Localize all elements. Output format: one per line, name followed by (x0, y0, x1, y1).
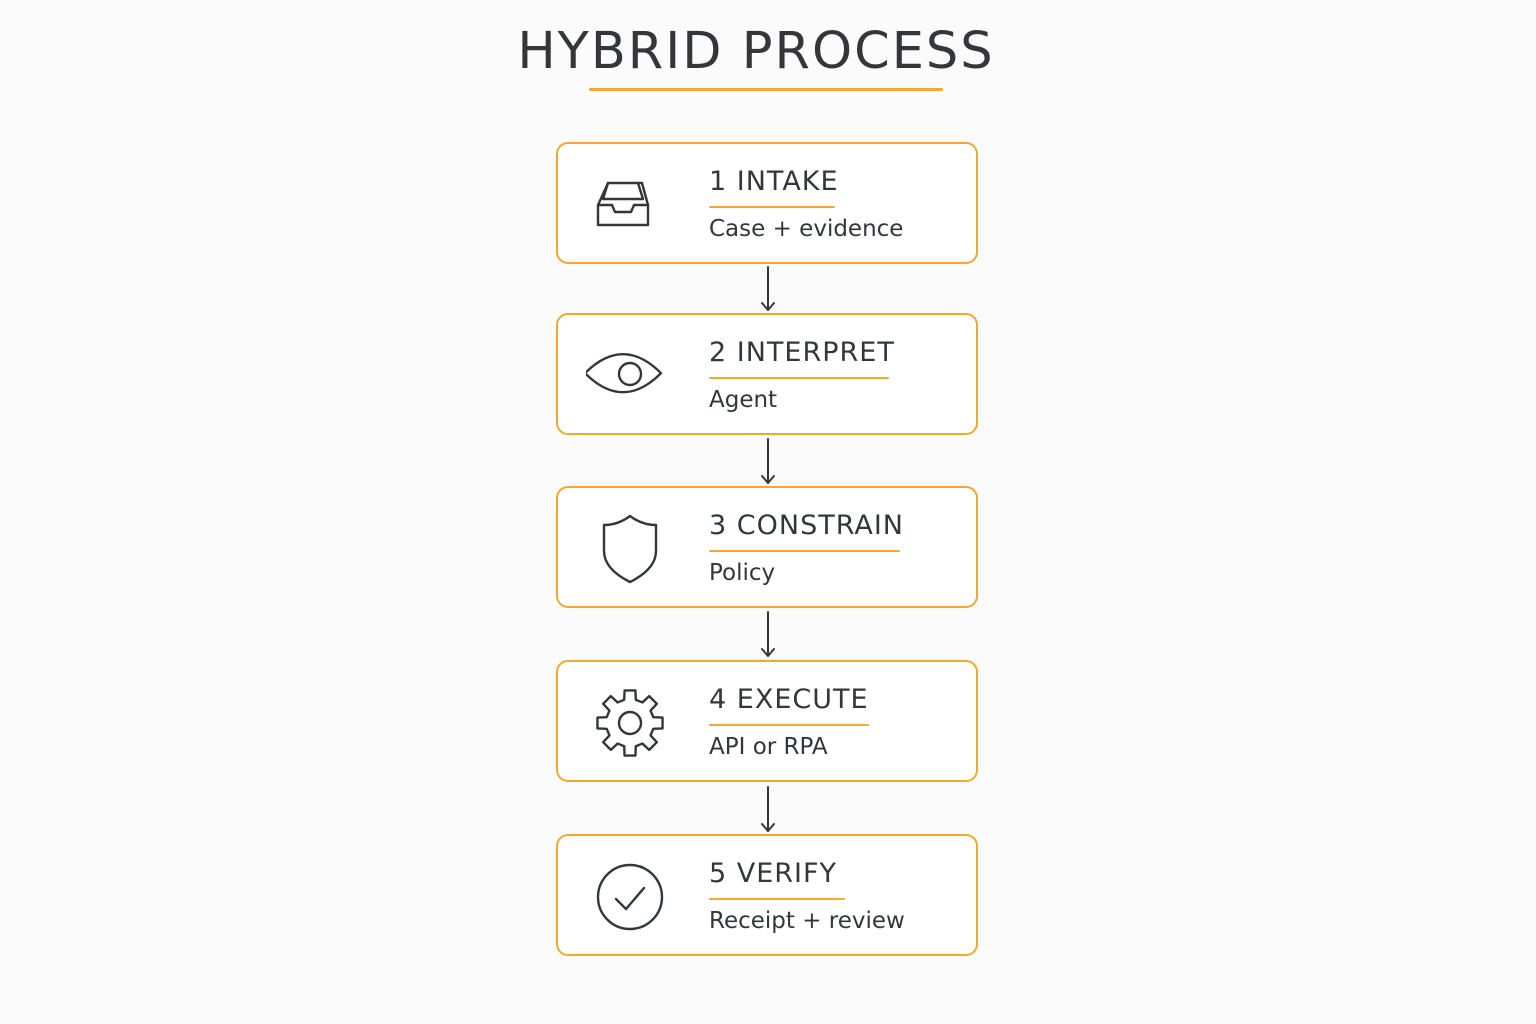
step-underline (709, 550, 900, 552)
step-underline (709, 898, 845, 900)
step-title: 3 CONSTRAIN (709, 510, 904, 541)
step-subtitle: Case + evidence (709, 216, 904, 242)
diagram-title: HYBRID PROCESS (517, 22, 995, 81)
step-constrain: 3 CONSTRAIN Policy (556, 486, 978, 608)
step-subtitle: Agent (709, 387, 778, 413)
shield-icon (586, 513, 676, 585)
step-subtitle: Policy (709, 560, 776, 586)
flow-arrow (760, 786, 776, 833)
flow-arrow (760, 438, 776, 485)
inbox-tray-icon (586, 169, 676, 241)
step-interpret: 2 INTERPRET Agent (556, 313, 978, 435)
step-execute: 4 EXECUTE API or RPA (556, 660, 978, 782)
flow-arrow (760, 266, 776, 312)
step-subtitle: Receipt + review (709, 908, 905, 934)
step-title: 4 EXECUTE (709, 684, 869, 715)
step-underline (709, 206, 835, 208)
title-underline (589, 88, 943, 91)
step-title: 2 INTERPRET (709, 337, 895, 368)
step-underline (709, 724, 869, 726)
step-title: 1 INTAKE (709, 166, 839, 197)
step-verify: 5 VERIFY Receipt + review (556, 834, 978, 956)
step-title: 5 VERIFY (709, 858, 838, 889)
step-underline (709, 377, 889, 379)
check-circle-icon (586, 861, 676, 933)
flow-arrow (760, 611, 776, 658)
step-subtitle: API or RPA (709, 734, 828, 760)
gear-icon (586, 687, 676, 759)
eye-icon (586, 340, 676, 412)
step-intake: 1 INTAKE Case + evidence (556, 142, 978, 264)
